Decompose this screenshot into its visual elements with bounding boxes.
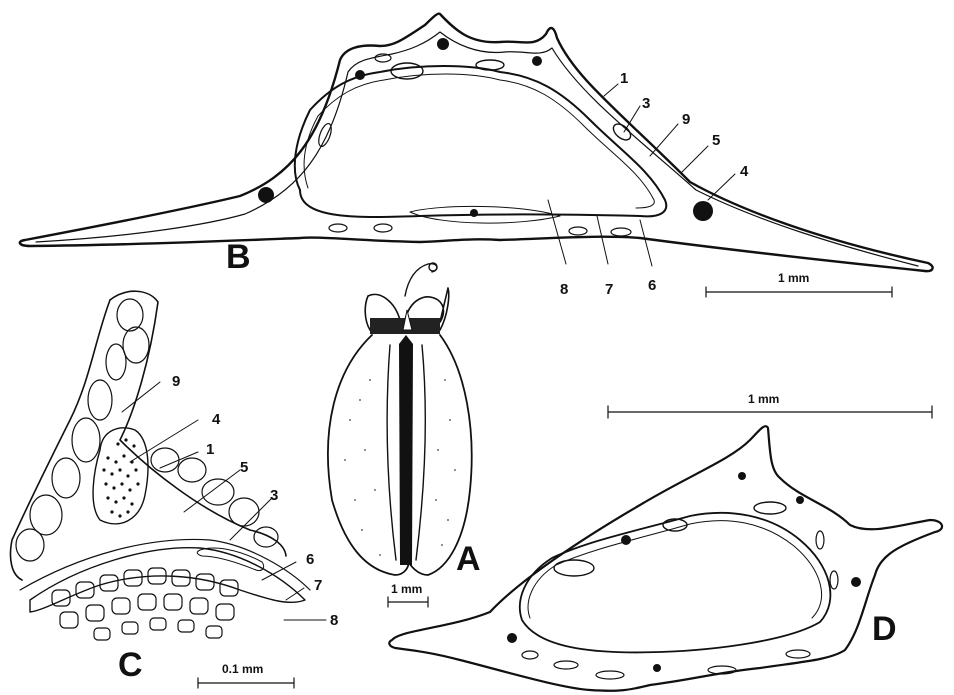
- label-c-4: 4: [212, 411, 221, 428]
- panel-c-stipple: [102, 438, 139, 517]
- panel-label-a: A: [456, 540, 481, 578]
- label-c-9: 9: [172, 373, 180, 390]
- label-c-7: 7: [314, 577, 322, 594]
- label-c-1: 1: [206, 441, 214, 458]
- label-c-8: 8: [330, 612, 338, 629]
- panel-d-labels: D: [872, 610, 897, 648]
- panel-a-labels: A: [456, 540, 481, 578]
- panel-b-labels: 1 3 9 5 4 8 7 6 B: [226, 70, 749, 298]
- label-b-6: 6: [648, 277, 656, 294]
- label-b-7: 7: [605, 281, 613, 298]
- label-b-9: 9: [682, 111, 690, 128]
- label-c-5: 5: [240, 459, 248, 476]
- panel-c-labels: 9 4 1 5 3 6 7 8 C: [118, 373, 338, 684]
- label-b-4: 4: [740, 163, 749, 180]
- panel-a-scale-bar: 1 mm: [388, 582, 428, 607]
- scale-label-b: 1 mm: [778, 271, 809, 285]
- panel-b-scale-bar: 1 mm: [706, 271, 892, 297]
- label-c-3: 3: [270, 487, 278, 504]
- scale-label-d: 1 mm: [748, 392, 779, 406]
- scale-label-a: 1 mm: [391, 582, 422, 596]
- label-b-5: 5: [712, 132, 720, 149]
- label-b-1: 1: [620, 70, 628, 87]
- panel-d-scale-bar: 1 mm: [608, 392, 932, 418]
- panel-label-c: C: [118, 646, 143, 684]
- panel-label-b: B: [226, 238, 251, 276]
- panel-b-drawing: [20, 14, 933, 272]
- label-b-3: 3: [642, 95, 650, 112]
- scale-label-c: 0.1 mm: [222, 662, 263, 676]
- panel-a-drawing: [328, 263, 472, 575]
- panel-c-scale-bar: 0.1 mm: [198, 662, 294, 688]
- label-b-8: 8: [560, 281, 568, 298]
- panel-label-d: D: [872, 610, 897, 648]
- label-c-6: 6: [306, 551, 314, 568]
- panel-c-drawing: [10, 291, 326, 640]
